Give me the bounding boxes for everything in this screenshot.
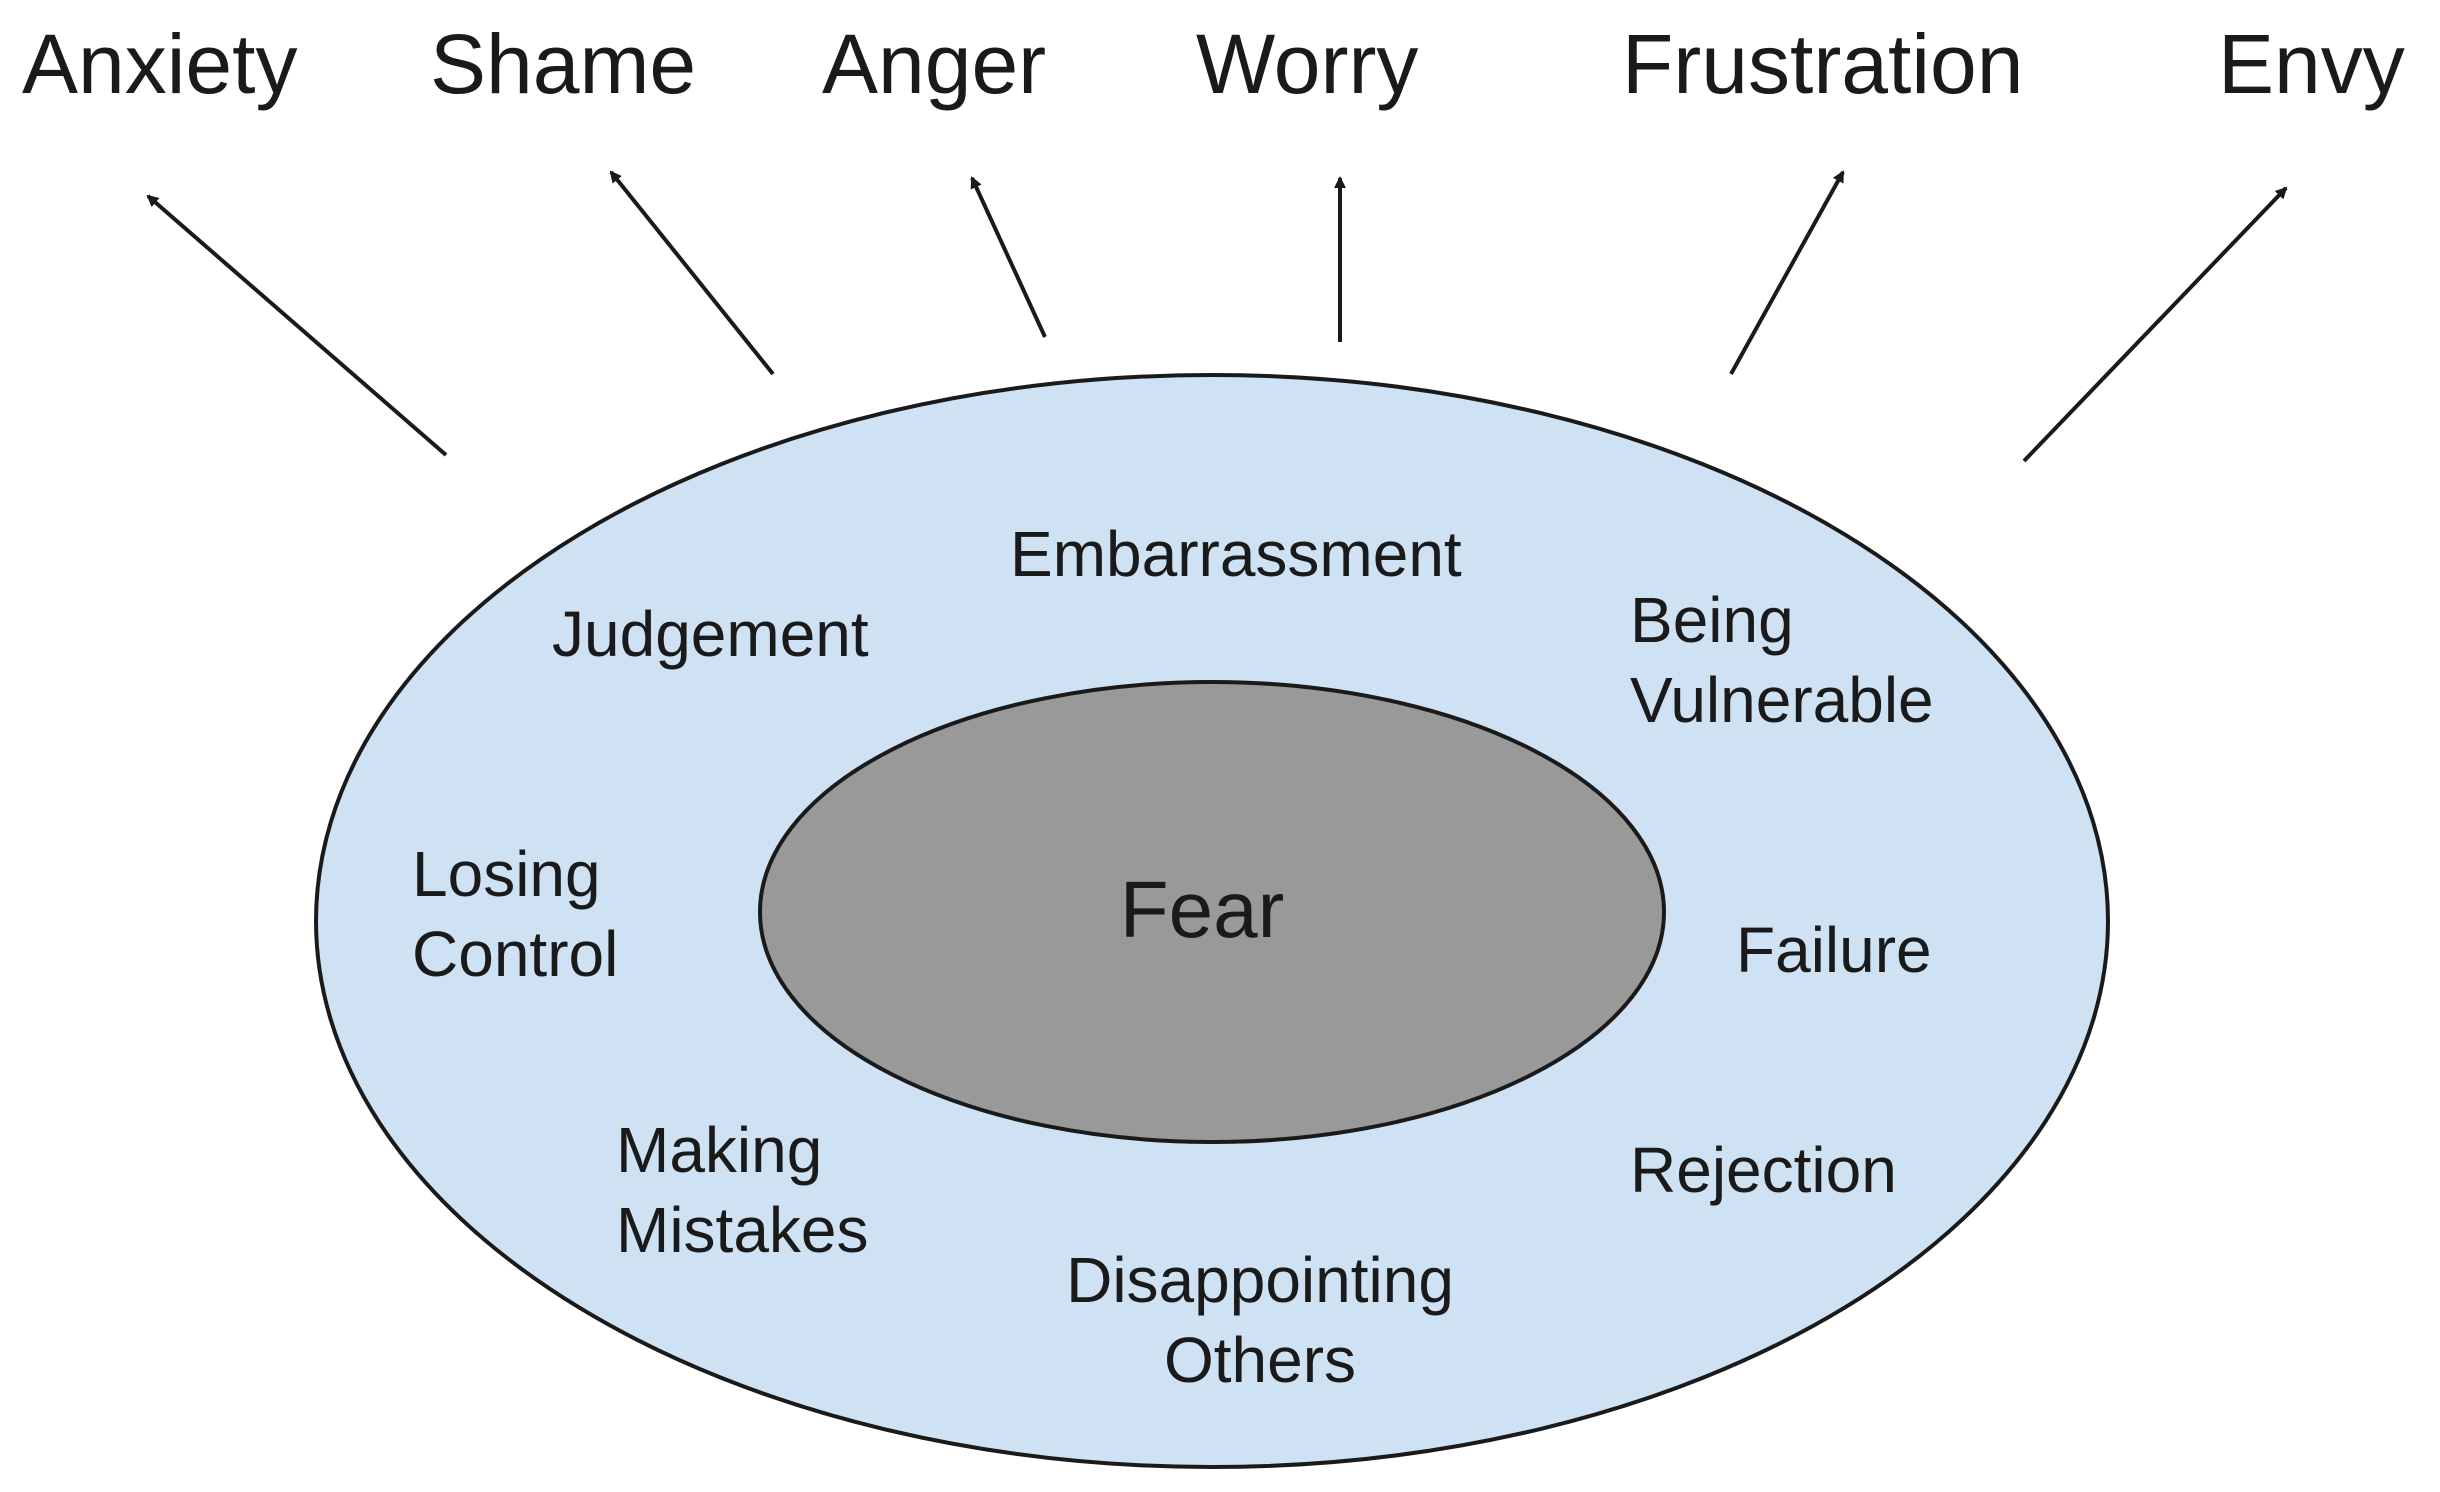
- fear-rejection: Rejection: [1630, 1130, 1897, 1210]
- fear-being-vulnerable: Being Vulnerable: [1630, 580, 1934, 740]
- arrow-to-anxiety: [146, 194, 448, 457]
- fear-being-vulnerable-line-1: Being: [1630, 584, 1794, 656]
- fear-making-mistakes-line-2: Mistakes: [616, 1194, 869, 1266]
- arrow-to-anger: [970, 176, 1047, 338]
- emotion-shame: Shame: [430, 17, 697, 111]
- fear-making-mistakes: Making Mistakes: [616, 1110, 869, 1270]
- fear-losing-control-line-2: Control: [412, 918, 619, 990]
- emotion-anger: Anger: [822, 17, 1047, 111]
- fear-losing-control-line-1: Losing: [412, 838, 601, 910]
- fear-disappointing-others-line-2: Others: [1163, 1324, 1357, 1396]
- fear-judgement-line: Judgement: [552, 598, 869, 670]
- fear-judgement: Judgement: [552, 594, 869, 674]
- emotion-frustration: Frustration: [1622, 17, 2024, 111]
- fear-embarrassment: Embarrassment: [1010, 514, 1462, 594]
- arrow-to-envy: [2022, 186, 2288, 463]
- emotion-envy: Envy: [2218, 17, 2405, 111]
- fear-embarrassment-line: Embarrassment: [1010, 518, 1462, 590]
- core-fear-label: Fear: [1119, 865, 1285, 954]
- emotion-anxiety: Anxiety: [22, 17, 298, 111]
- fear-failure: Failure: [1736, 910, 1932, 990]
- arrow-to-shame: [609, 170, 775, 376]
- fear-disappointing-others: Disappointing Others: [1040, 1240, 1480, 1400]
- fear-being-vulnerable-line-2: Vulnerable: [1630, 664, 1934, 736]
- fear-making-mistakes-line-1: Making: [616, 1114, 823, 1186]
- fear-rejection-line: Rejection: [1630, 1134, 1897, 1206]
- fear-disappointing-others-line-1: Disappointing: [1066, 1244, 1454, 1316]
- arrow-to-frustration: [1729, 170, 1845, 375]
- fear-losing-control: Losing Control: [412, 834, 618, 994]
- emotion-worry: Worry: [1196, 17, 1419, 111]
- fear-failure-line: Failure: [1736, 914, 1932, 986]
- inner-ellipse-fear: [758, 680, 1666, 1144]
